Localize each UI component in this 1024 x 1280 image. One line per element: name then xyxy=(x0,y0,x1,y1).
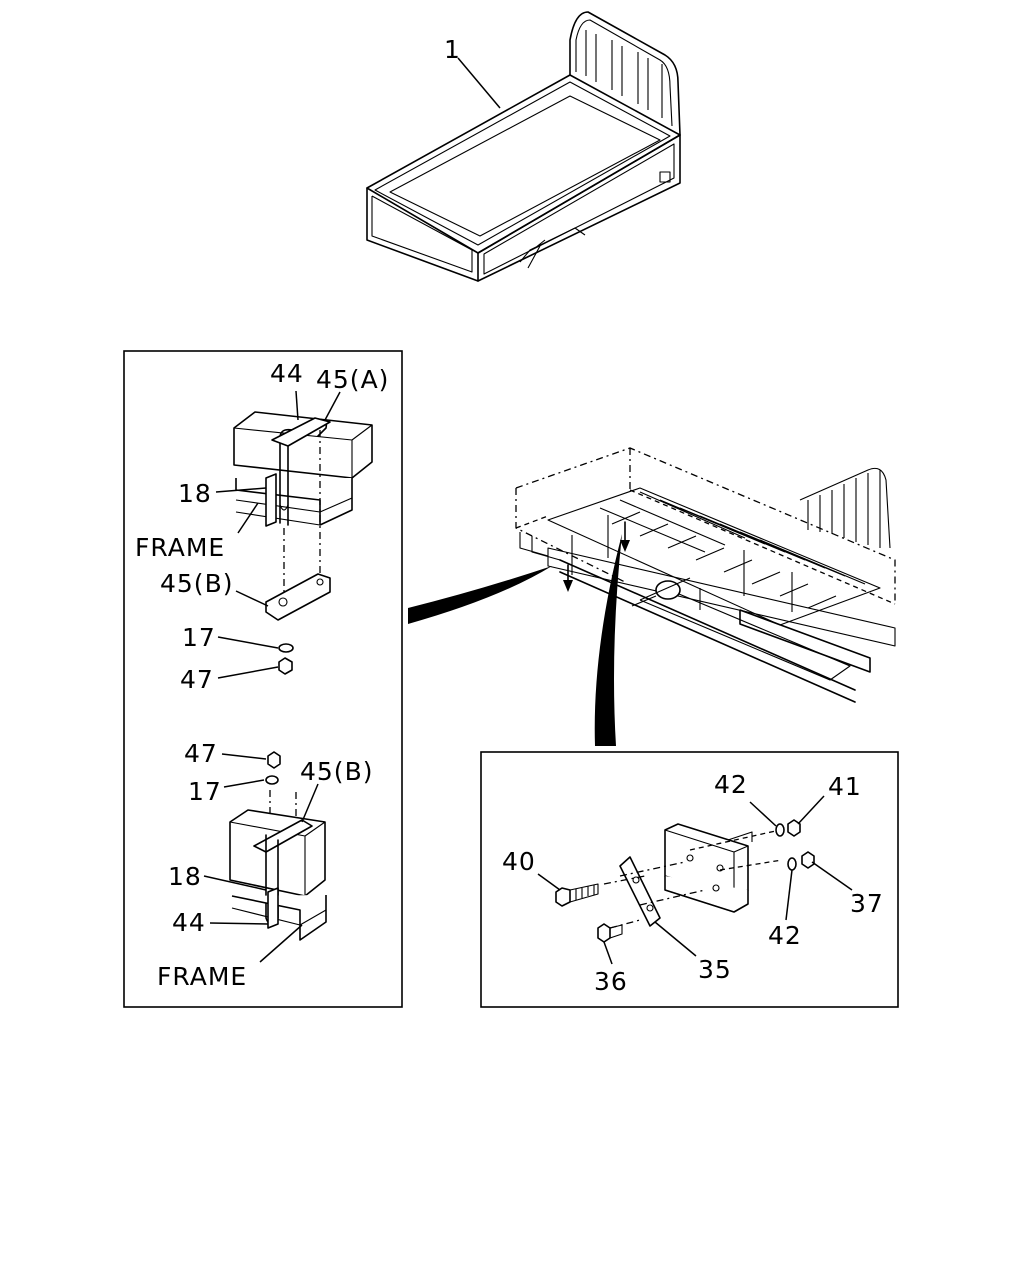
label-ubolt-top: 44 xyxy=(270,359,304,388)
label-plate-b-top: 45(B) xyxy=(160,569,233,598)
label-washer-bot: 17 xyxy=(188,777,222,806)
callout-swoosh-right xyxy=(594,534,622,746)
right-leader-lines xyxy=(537,795,853,965)
lower-ubolt-assembly xyxy=(229,751,327,941)
label-ubolt-bot: 44 xyxy=(172,908,206,937)
left-detail-box xyxy=(123,350,403,1008)
chassis-overview xyxy=(515,447,896,703)
label-plate-b-bot: 45(B) xyxy=(300,757,373,786)
label-bed: 1 xyxy=(444,35,461,64)
label-nut-top: 47 xyxy=(180,665,214,694)
label-nut-41: 41 xyxy=(828,772,862,801)
label-frame-bot: FRAME xyxy=(157,962,247,991)
label-frame-top: FRAME xyxy=(135,533,225,562)
right-detail-box xyxy=(480,751,899,1008)
label-washer-42-bot: 42 xyxy=(768,921,802,950)
label-spacer-bot: 18 xyxy=(168,862,202,891)
label-nut-bot: 47 xyxy=(184,739,218,768)
label-washer-42-top: 42 xyxy=(714,770,748,799)
label-spacer-top: 18 xyxy=(178,479,212,508)
label-bolt-36: 36 xyxy=(594,967,628,996)
label-nut-37: 37 xyxy=(850,889,884,918)
label-washer-top: 17 xyxy=(182,623,216,652)
truck-bed-illustration xyxy=(366,11,681,282)
label-bracket-35: 35 xyxy=(698,955,732,984)
bed-leader-line xyxy=(457,57,501,109)
label-plate-a: 45(A) xyxy=(316,365,389,394)
label-bolt-40: 40 xyxy=(502,847,536,876)
bracket-assembly xyxy=(555,819,815,943)
callout-swoosh-left xyxy=(408,566,552,624)
upper-ubolt-assembly xyxy=(233,411,373,675)
left-leader-lines xyxy=(203,390,341,963)
